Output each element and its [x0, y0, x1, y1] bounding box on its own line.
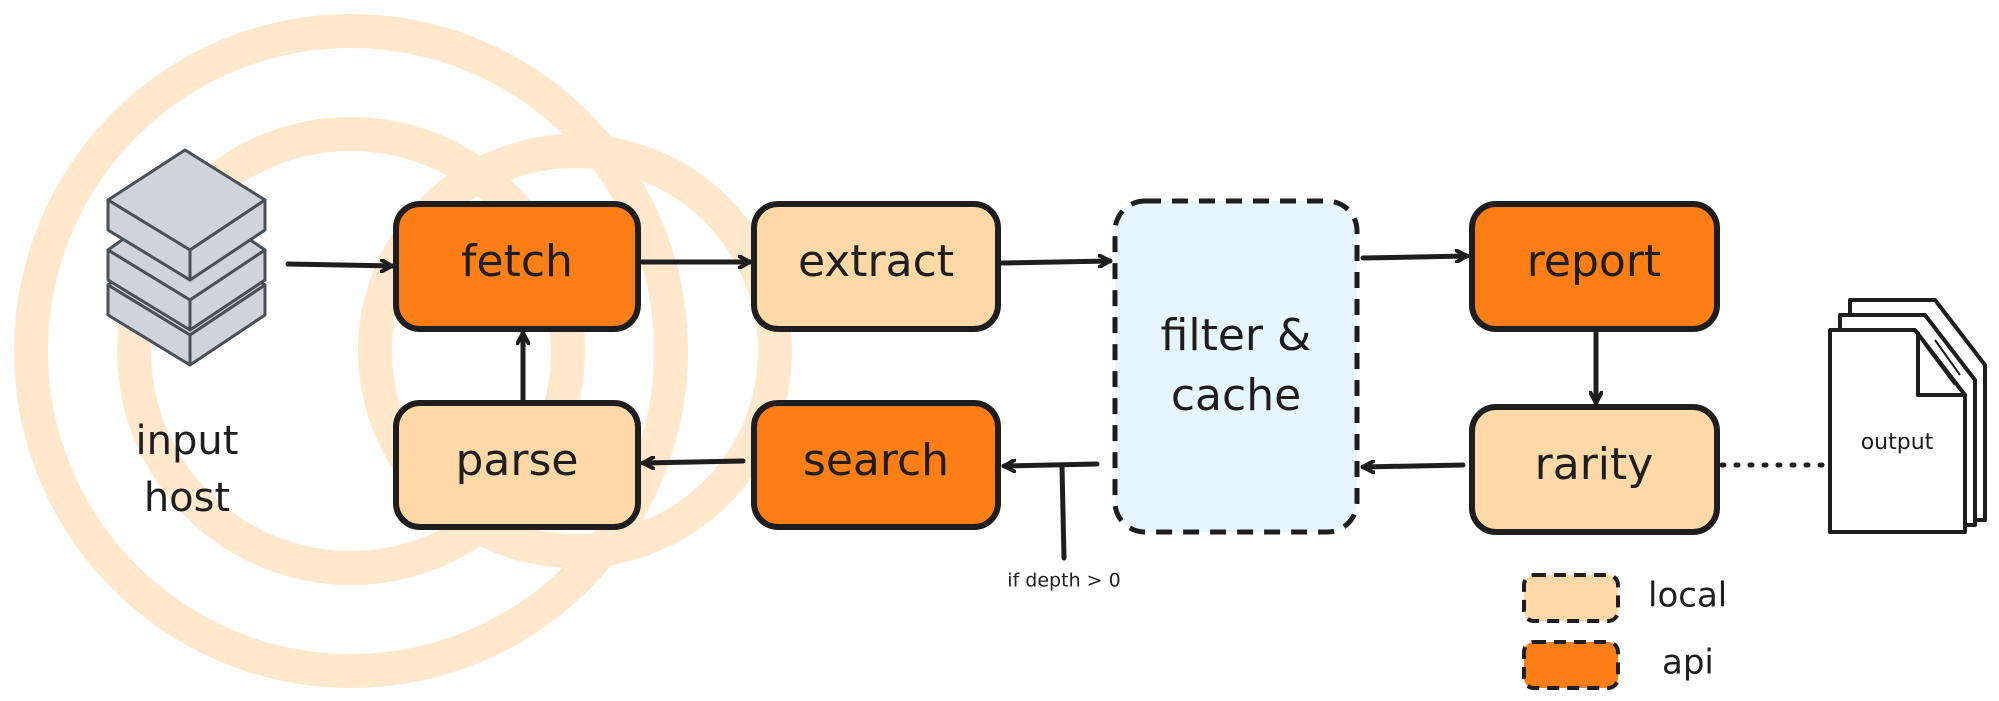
ring-medium — [117, 117, 585, 585]
node-fetch-label: fetch — [461, 236, 573, 287]
edge-rarity-to-filter — [1360, 465, 1466, 467]
legend-label-api: api — [1662, 643, 1714, 683]
edge-label-depth: if depth > 0 — [1007, 570, 1120, 592]
node-filter-label-line1: filter & — [1161, 310, 1312, 361]
node-filter-cache[interactable]: filter & cache — [1112, 198, 1360, 535]
edge-search-to-parse — [640, 461, 746, 463]
legend-swatch-api — [1522, 640, 1620, 690]
edge-input-to-fetch — [285, 264, 395, 266]
legend: local api — [1522, 573, 1727, 690]
node-extract[interactable]: extract — [751, 201, 1001, 332]
node-parse-label: parse — [456, 435, 579, 486]
node-parse[interactable]: parse — [393, 400, 641, 530]
node-rarity-label: rarity — [1535, 439, 1654, 490]
node-report-label: report — [1527, 236, 1661, 287]
input-host-label-line2: host — [144, 475, 230, 521]
server-stack-icon — [106, 148, 267, 367]
ring-right — [358, 134, 792, 568]
edge-filter-to-report — [1360, 256, 1470, 258]
node-search-label: search — [803, 435, 949, 486]
edge-depth-condition-stem — [1059, 463, 1067, 561]
node-filter-label-line2: cache — [1171, 370, 1301, 421]
node-report[interactable]: report — [1469, 201, 1720, 332]
node-extract-label: extract — [798, 236, 954, 287]
output-label: output — [1861, 430, 1934, 455]
legend-label-local: local — [1648, 576, 1727, 616]
node-fetch[interactable]: fetch — [393, 201, 641, 332]
background-rings — [14, 14, 792, 688]
ring-large — [14, 14, 688, 688]
edge-filter-to-search — [1001, 464, 1100, 466]
node-search[interactable]: search — [751, 400, 1001, 530]
input-host-label-line1: input — [136, 418, 239, 464]
legend-swatch-local — [1522, 573, 1620, 623]
node-rarity[interactable]: rarity — [1469, 404, 1720, 535]
document-stack-icon[interactable] — [1828, 298, 1987, 534]
edge-extract-to-filter — [999, 261, 1113, 263]
